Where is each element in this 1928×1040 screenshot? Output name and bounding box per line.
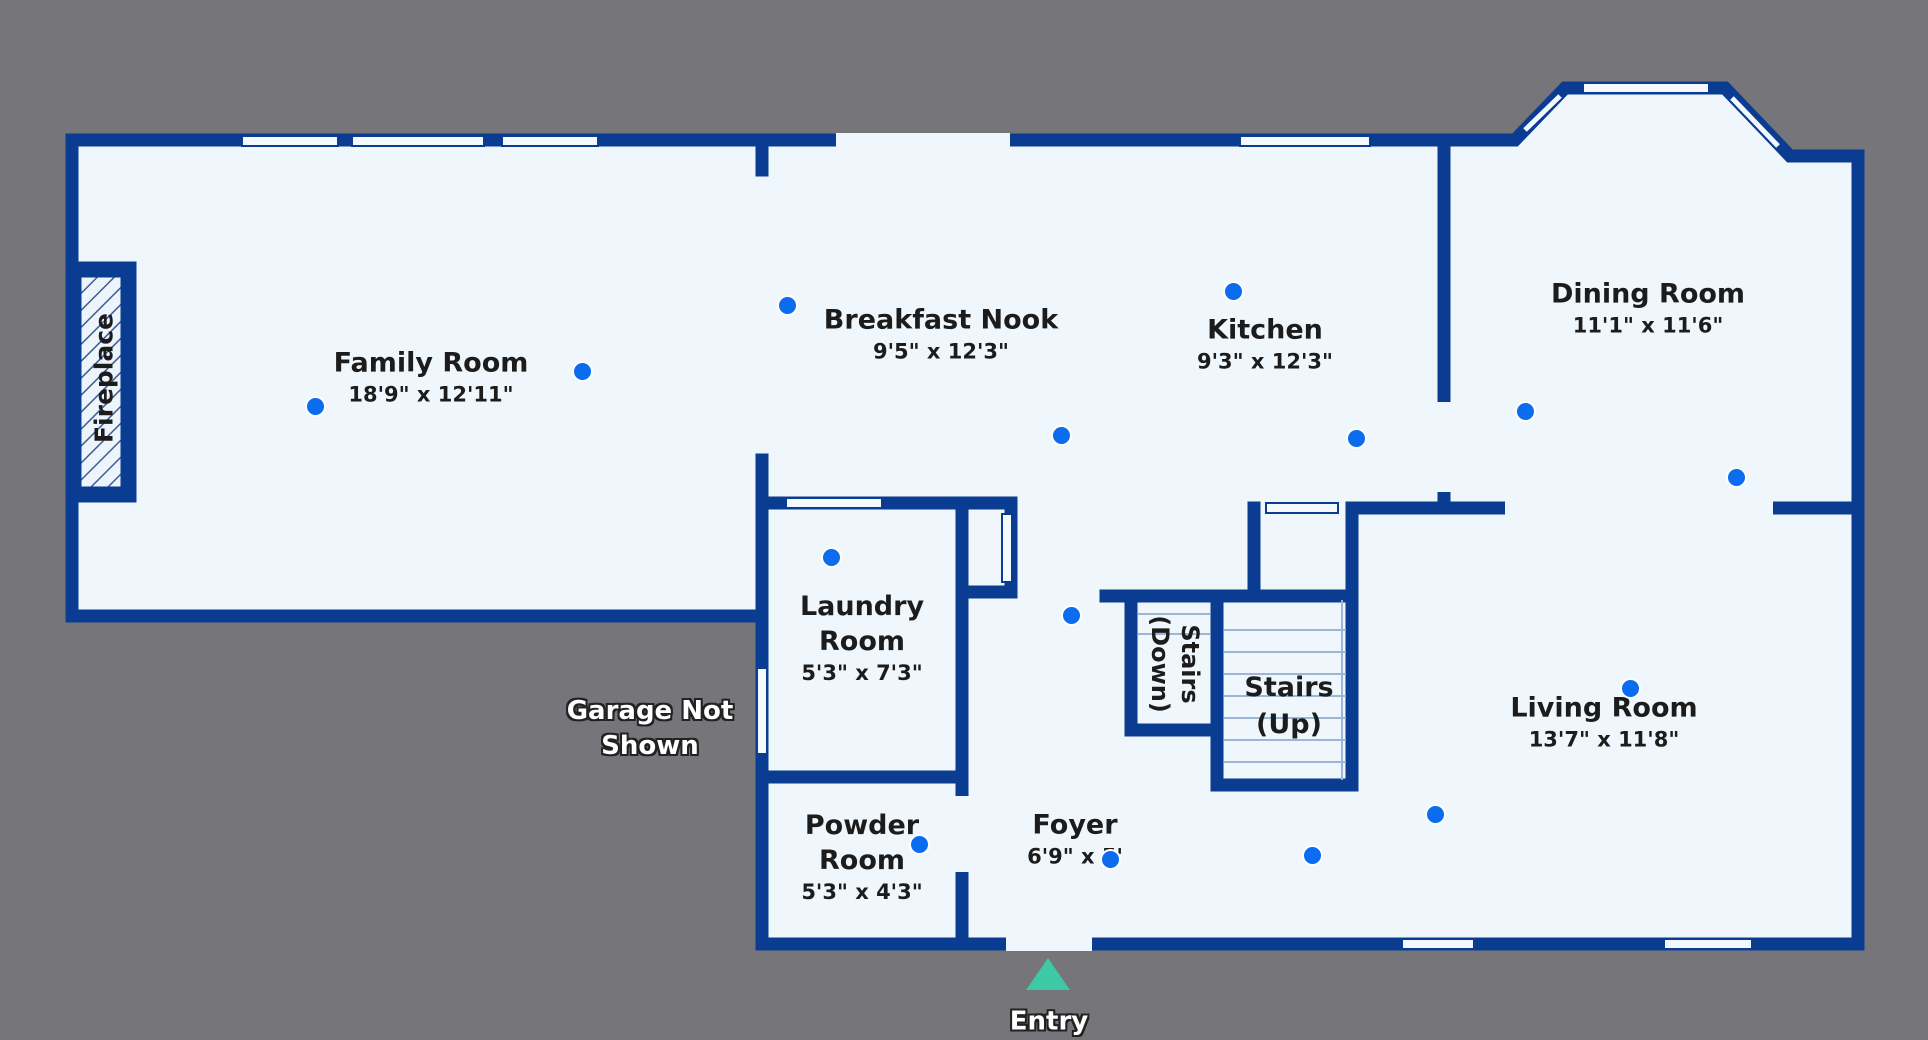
window <box>1239 135 1371 147</box>
room-kitchen: Kitchen 9'3" x 12'3" <box>1197 313 1333 376</box>
window <box>1401 938 1475 950</box>
window <box>1663 938 1753 950</box>
window <box>351 135 485 147</box>
room-name: Laundry Room <box>799 591 925 657</box>
room-living: Living Room 13'7" x 11'8" <box>1510 691 1697 754</box>
garage-note: Garage Not Shown <box>566 696 734 761</box>
room-name: Kitchen <box>1207 314 1323 346</box>
room-name: Breakfast Nook <box>823 304 1059 336</box>
room-name: Foyer <box>1032 809 1118 841</box>
camera-hotspot-icon[interactable] <box>1302 845 1323 866</box>
room-family: Family Room 18'9" x 12'11" <box>334 346 529 409</box>
camera-hotspot-icon[interactable] <box>1726 467 1747 488</box>
window <box>785 497 883 509</box>
wall-fireplace-box <box>65 261 137 503</box>
stairs-up-label: Stairs (Up) <box>1244 672 1334 740</box>
openings <box>836 133 1773 951</box>
bay-window <box>1523 94 1780 148</box>
camera-hotspot-icon[interactable] <box>777 295 798 316</box>
room-name: Dining Room <box>1550 278 1746 310</box>
window <box>501 135 599 147</box>
camera-hotspot-icon[interactable] <box>1425 804 1446 825</box>
opening <box>1006 937 1092 951</box>
room-name: Family Room <box>333 347 529 379</box>
windows <box>241 82 1753 950</box>
room-powder: Powder Room 5'3" x 4'3" <box>777 808 947 906</box>
camera-hotspot-icon[interactable] <box>1346 428 1367 449</box>
room-dimensions: 5'3" x 4'3" <box>801 880 923 904</box>
opening <box>1505 501 1773 515</box>
camera-hotspot-icon[interactable] <box>821 547 842 568</box>
room-dimensions: 5'3" x 7'3" <box>801 661 923 685</box>
room-breakfast-nook: Breakfast Nook 9'5" x 12'3" <box>824 303 1058 366</box>
window <box>1582 82 1710 94</box>
window <box>241 135 339 147</box>
window <box>1265 502 1339 514</box>
opening <box>955 796 969 872</box>
room-dimensions: 9'3" x 12'3" <box>1197 349 1333 374</box>
fireplace-label: Fireplace <box>89 312 119 444</box>
entry-label: Entry <box>1009 1006 1089 1037</box>
room-laundry: Laundry Room 5'3" x 7'3" <box>777 589 947 687</box>
entry-triangle-icon[interactable] <box>1026 958 1070 990</box>
fireplace-hearth <box>78 274 124 490</box>
camera-hotspot-icon[interactable] <box>305 396 326 417</box>
room-dimensions: 11'1" x 11'6" <box>1572 313 1724 338</box>
opening <box>836 133 1010 147</box>
window <box>1001 513 1013 583</box>
fireplace <box>78 274 124 490</box>
room-dimensions: 9'5" x 12'3" <box>873 339 1009 364</box>
stair-treads <box>1138 600 1346 780</box>
camera-hotspot-icon[interactable] <box>1051 425 1072 446</box>
stairs-down-label: Stairs (Down) <box>1146 615 1204 713</box>
opening <box>1437 402 1451 492</box>
camera-hotspot-icon[interactable] <box>1620 678 1641 699</box>
camera-hotspot-icon[interactable] <box>1100 849 1121 870</box>
camera-hotspot-icon[interactable] <box>1515 401 1536 422</box>
camera-hotspot-icon[interactable] <box>1061 605 1082 626</box>
room-dining: Dining Room 11'1" x 11'6" <box>1551 277 1745 340</box>
camera-hotspot-icon[interactable] <box>1223 281 1244 302</box>
room-name: Powder Room <box>804 810 920 876</box>
camera-hotspot-icon[interactable] <box>909 834 930 855</box>
wall-stairs-up <box>1210 501 1509 792</box>
window <box>756 667 768 755</box>
camera-hotspot-icon[interactable] <box>572 361 593 382</box>
room-dimensions: 18'9" x 12'11" <box>348 382 514 407</box>
room-name: Living Room <box>1510 692 1698 724</box>
room-dimensions: 13'7" x 11'8" <box>1528 727 1680 752</box>
